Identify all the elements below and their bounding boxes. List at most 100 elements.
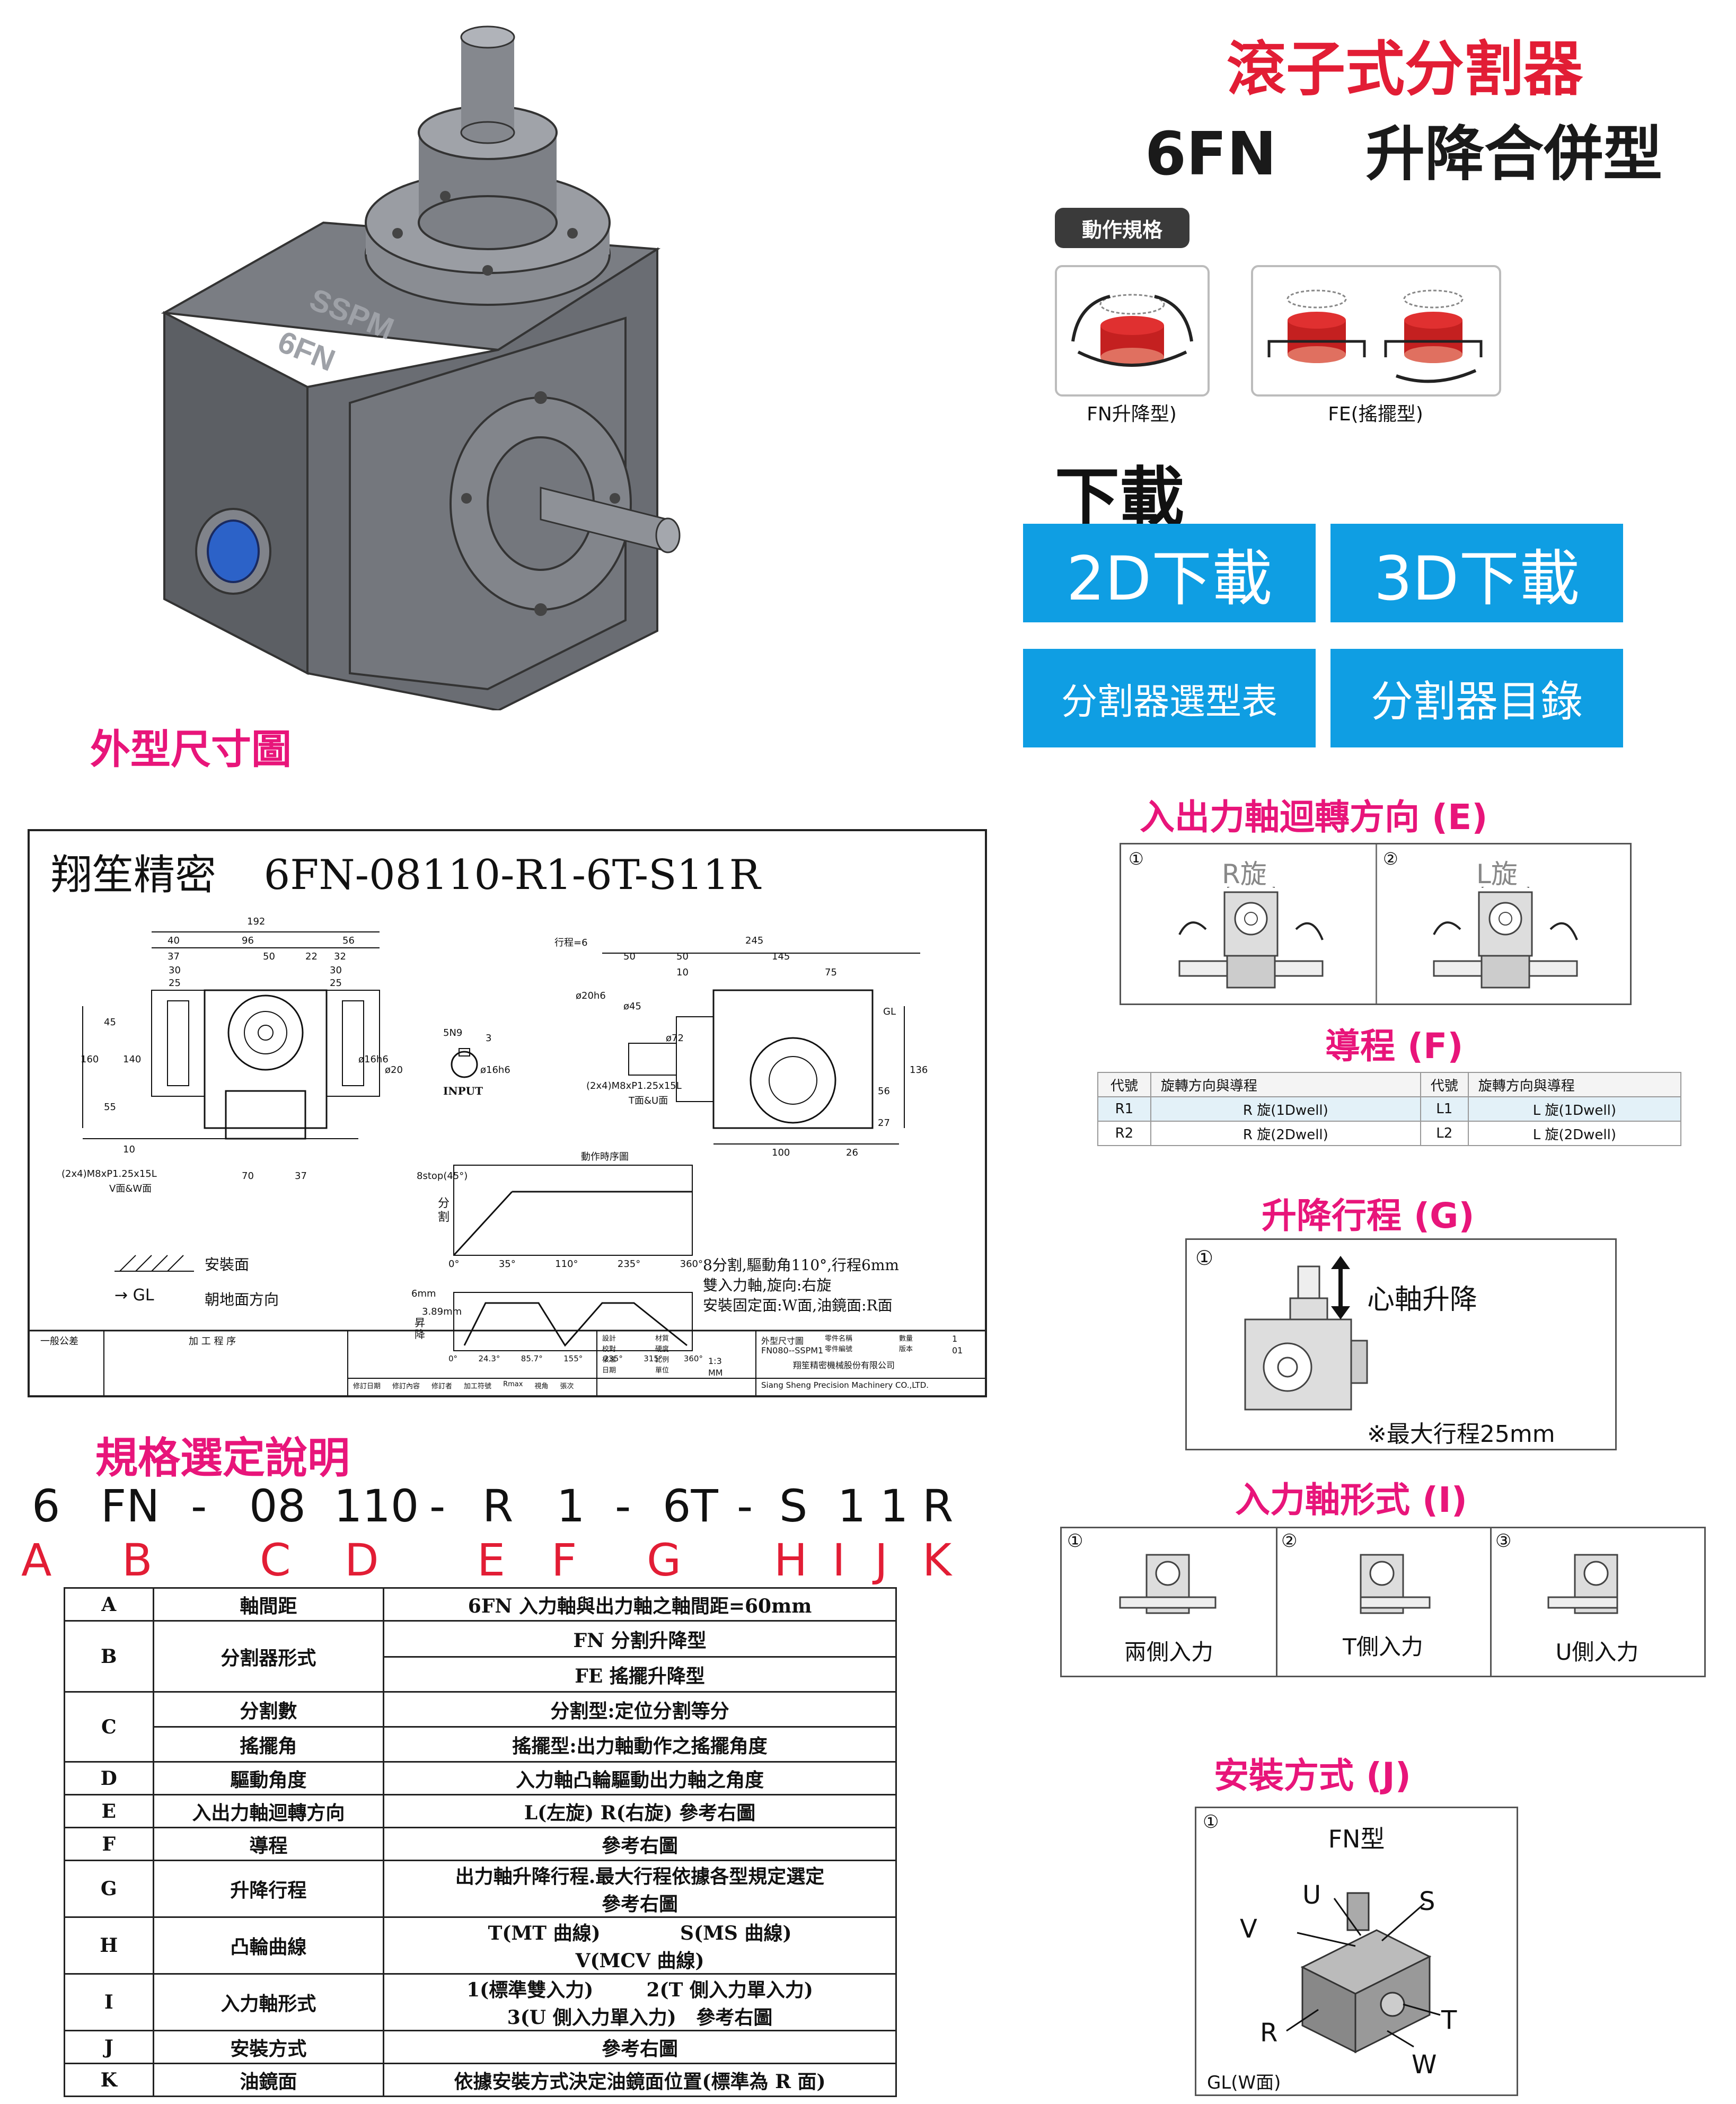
spec-name: 入出力軸迴轉方向	[152, 1794, 385, 1828]
code-part: -	[191, 1480, 207, 1532]
up-down-arrow-icon	[1331, 1256, 1350, 1319]
action-card-fn-label: FN升降型)	[1087, 403, 1177, 425]
footer-label: 加工符號	[464, 1383, 492, 1390]
bolt-front: (2x4)M8xP1.25x15L	[61, 1168, 157, 1179]
footer-company-cn: 翔笙精密機械股份有限公司	[793, 1360, 895, 1370]
download-2d-button[interactable]: 2D下載	[1023, 524, 1316, 622]
stroke-num: ①	[1195, 1246, 1214, 1270]
spec-key: I	[64, 1973, 154, 2031]
spec-key: E	[64, 1794, 154, 1828]
code-part: -	[615, 1480, 631, 1532]
table-row: FE 搖擺升降型	[65, 1656, 897, 1693]
action-card-fe	[1251, 265, 1501, 397]
spec-letter: K	[922, 1534, 952, 1586]
timing-tick: 0°	[448, 1354, 458, 1363]
spec-desc: 依據安裝方式決定油鏡面位置(標準為 R 面)	[383, 2063, 897, 2097]
input-num: ③	[1495, 1530, 1512, 1552]
lead-cell: L 旋(2Dwell)	[1467, 1121, 1682, 1146]
lead-heading: 導程 (F)	[1325, 1026, 1464, 1067]
note-line: 安裝固定面:W面,油鏡面:R面	[703, 1297, 893, 1314]
timing-tick: 315°	[644, 1354, 663, 1363]
dim-160: 160	[81, 1054, 99, 1065]
dim-10: 10	[123, 1144, 135, 1155]
rotation-num: ①	[1129, 849, 1144, 869]
model-code: 6FN	[1145, 120, 1277, 189]
rotation-heading: 入出力軸迴轉方向 (E)	[1140, 797, 1488, 838]
stroke-heading: 升降行程 (G)	[1262, 1195, 1475, 1236]
footer-qty: 1	[952, 1334, 958, 1344]
table-row: R2 R 旋(2Dwell) L2 L 旋(2Dwell)	[1097, 1121, 1682, 1146]
dim-30b: 30	[330, 965, 342, 976]
spec-heading: 規格選定說明	[95, 1433, 350, 1483]
footer-label: 比例	[655, 1356, 669, 1364]
spec-letter: J	[875, 1534, 888, 1586]
spec-key: F	[64, 1827, 154, 1861]
spec-table: A 軸間距 6FN 入力軸與出力軸之軸間距=60mm B 分割器形式 FN 分割…	[64, 1587, 897, 2097]
footer-label: 版本	[899, 1345, 913, 1353]
face-s: S	[1419, 1887, 1435, 1916]
legend-gl-symbol: → GL	[114, 1286, 154, 1305]
table-row: A 軸間距 6FN 入力軸與出力軸之軸間距=60mm	[64, 1587, 897, 1622]
u-input-icon	[1547, 1554, 1618, 1614]
footer-label: 修訂日期	[353, 1383, 381, 1390]
dim-145: 145	[772, 951, 790, 962]
spec-desc: 搖擺型:出力軸動作之搖擺角度	[383, 1726, 897, 1763]
spec-letter: A	[21, 1534, 52, 1586]
footer-company-en: Siang Sheng Precision Machinery CO.,LTD.	[761, 1380, 929, 1390]
spec-name: 導程	[152, 1827, 385, 1861]
code-part: -	[429, 1480, 446, 1532]
spec-desc: 6FN 入力軸與出力軸之軸間距=60mm	[383, 1587, 897, 1622]
table-row: G 升降行程 出力軸升降行程.最大行程依據各型規定選定參考右圖	[64, 1860, 897, 1918]
spec-letter: H	[774, 1534, 808, 1586]
timing-tick: 35°	[498, 1258, 516, 1270]
spec-key: K	[64, 2063, 154, 2097]
stroke-note: ※最大行程25mm	[1367, 1421, 1555, 1448]
dim-75: 75	[825, 967, 837, 978]
spec-letter: D	[345, 1534, 379, 1586]
page-subtitle: 6FN 升降合併型	[1145, 106, 1702, 192]
selection-table-button[interactable]: 分割器選型表	[1023, 649, 1316, 747]
lead-cell: R1	[1097, 1096, 1151, 1122]
drawing-title: 翔笙精密 6FN-08110-R1-6T-S11R	[51, 842, 761, 901]
download-3d-button[interactable]: 3D下載	[1330, 524, 1623, 622]
spec-name: 凸輪曲線	[152, 1916, 385, 1975]
input-dim: 3	[486, 1033, 492, 1044]
spec-desc-line: 1(標準雙入力) 2(T 側入力單入力)	[466, 1979, 813, 2001]
dim-25b: 25	[330, 978, 342, 989]
bolt-side: (2x4)M8xP1.25x15L	[586, 1080, 682, 1091]
spec-desc: FE 搖擺升降型	[383, 1656, 897, 1693]
face-w: W	[1412, 2050, 1437, 2080]
technical-drawing: 翔笙精密 6FN-08110-R1-6T-S11R	[28, 829, 987, 1397]
input-label: INPUT	[443, 1085, 483, 1097]
spec-desc: T(MT 曲線) S(MS 曲線)V(MCV 曲線)	[383, 1916, 897, 1975]
rotation-r-label: R旋	[1222, 859, 1267, 890]
face-u: U	[1302, 1880, 1321, 1910]
timing-axis2: 昇降	[415, 1316, 425, 1341]
timing-tick: 235°	[603, 1354, 623, 1363]
catalog-button[interactable]: 分割器目錄	[1330, 649, 1623, 747]
legend-mount: 安裝面	[205, 1256, 250, 1273]
input-shaft-heading: 入力軸形式 (I)	[1235, 1480, 1467, 1520]
spec-name: 升降行程	[152, 1860, 385, 1918]
spec-letter: B	[122, 1534, 153, 1586]
action-spec-badge: 動作規格	[1055, 208, 1189, 248]
spec-key: C	[64, 1691, 154, 1763]
dim-192: 192	[247, 916, 266, 927]
dim-50: 50	[263, 951, 275, 962]
table-row: D 驅動角度 入力軸凸輪驅動出力軸之角度	[64, 1761, 897, 1795]
spec-desc-line: 3(U 側入力單入力) 參考右圖	[507, 2006, 773, 2029]
dual-input-icon	[1119, 1554, 1217, 1614]
product-image: SSPM 6FN	[161, 25, 681, 710]
mounting-box: ① FN型 U S V T R W GL(W面)	[1195, 1807, 1518, 2096]
table-row: C 分割數 分割型:定位分割等分	[64, 1691, 897, 1763]
footer-label: 數量	[899, 1335, 913, 1343]
dim-20: ø20	[385, 1064, 403, 1076]
code-part: 1	[557, 1480, 585, 1532]
dim-45s: ø45	[623, 1001, 641, 1012]
model-type: 升降合併型	[1365, 120, 1663, 189]
table-row: R1 R 旋(1Dwell) L1 L 旋(1Dwell)	[1097, 1096, 1682, 1122]
footer-label: 校對	[602, 1345, 616, 1353]
dim-22: 22	[305, 951, 318, 962]
table-row: E 入出力軸迴轉方向 L(左旋) R(右旋) 參考右圖	[64, 1794, 897, 1828]
mounting-num: ①	[1203, 1811, 1219, 1833]
